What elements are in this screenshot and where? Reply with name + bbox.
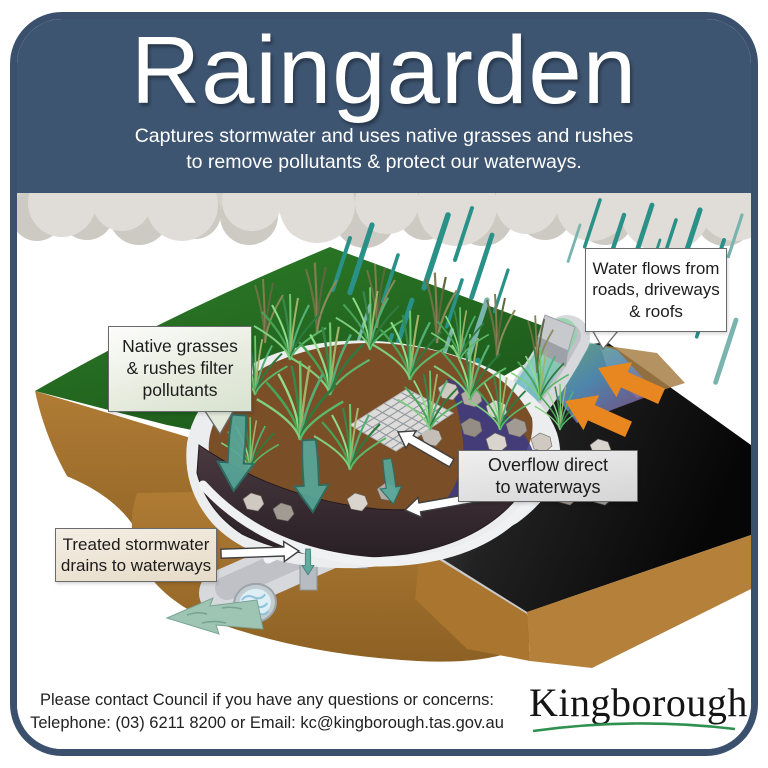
- callout-overflow: Overflow direct to waterways: [458, 450, 638, 502]
- page-title: Raingarden: [130, 17, 638, 124]
- callout-treated: Treated stormwater drains to waterways: [55, 528, 217, 582]
- overflow-grate-icon: [349, 388, 454, 452]
- header: Raingarden Captures stormwater and uses …: [17, 19, 751, 193]
- subtitle-line2: to remove pollutants & protect our water…: [186, 150, 582, 173]
- illustration-area: Water flows from roads, driveways & roof…: [17, 193, 751, 671]
- treated-arrow-icon: [220, 540, 301, 563]
- contact-line2: Telephone: (03) 6211 8200 or Email: kc@k…: [30, 713, 504, 732]
- callout-water-flows-text: Water flows from roads, driveways & roof…: [592, 259, 720, 321]
- callout-overflow-text: Overflow direct to waterways: [487, 454, 609, 498]
- filter-media: [196, 444, 525, 558]
- subtitle-line1: Captures stormwater and uses native gras…: [134, 124, 634, 147]
- callout-treated-text: Treated stormwater drains to waterways: [60, 534, 212, 575]
- contact-info: Please contact Council if you have any q…: [17, 689, 517, 735]
- footer: Please contact Council if you have any q…: [17, 671, 751, 749]
- council-logo: Kingborough: [529, 680, 748, 735]
- callout-water-flows: Water flows from roads, driveways & roof…: [585, 248, 727, 332]
- contact-line1: Please contact Council if you have any q…: [39, 691, 494, 709]
- callout-native-grasses-text: Native grasses & rushes filter pollutant…: [122, 336, 238, 400]
- subtitle: Captures stormwater and uses native gras…: [17, 124, 751, 175]
- council-logo-text: Kingborough: [529, 680, 748, 725]
- logo-swoosh-icon: [532, 722, 736, 733]
- infographic-card: Raingarden Captures stormwater and uses …: [10, 12, 758, 756]
- callout-native-grasses: Native grasses & rushes filter pollutant…: [108, 326, 252, 412]
- cloud-icon: [17, 193, 751, 253]
- outflow-arrow-icon: [165, 597, 264, 635]
